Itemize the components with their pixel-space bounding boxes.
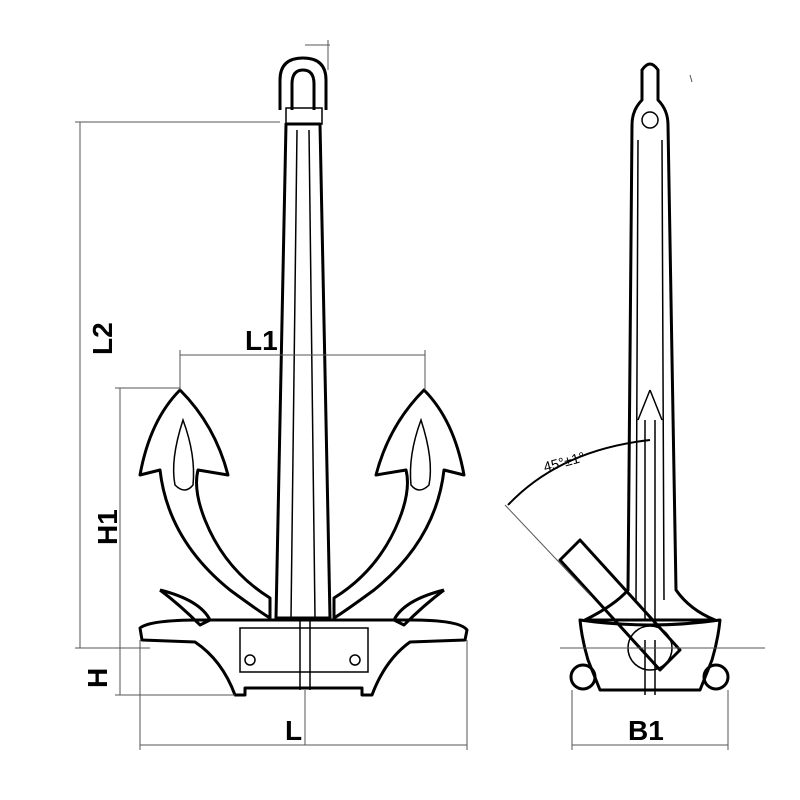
- dimension-label-h1: H1: [92, 509, 123, 545]
- front-view: [138, 56, 469, 697]
- dimension-label-l2: L2: [87, 322, 118, 355]
- side-dimensions: 45°±1° B1: [504, 74, 765, 750]
- side-fluke: [558, 538, 682, 672]
- side-crown: [578, 618, 722, 692]
- shank: [274, 122, 332, 620]
- right-stabilizer: [702, 663, 730, 691]
- side-shank: [583, 62, 717, 622]
- dimension-label-h: H: [82, 668, 113, 688]
- angle-label: 45°±1°: [542, 449, 587, 475]
- shackle-ring: [278, 56, 328, 110]
- dimension-label-b1: B1: [628, 715, 664, 746]
- front-dimensions: L2 L1 H1 H L: [75, 40, 468, 750]
- shank-collar: [285, 107, 323, 125]
- dimension-label-l1: L1: [245, 325, 278, 356]
- side-view: [558, 62, 730, 695]
- crown-base: [138, 618, 469, 697]
- dimension-label-l: L: [285, 715, 302, 746]
- right-fluke: [332, 388, 466, 620]
- left-fluke: [138, 388, 272, 620]
- left-stabilizer: [569, 663, 597, 691]
